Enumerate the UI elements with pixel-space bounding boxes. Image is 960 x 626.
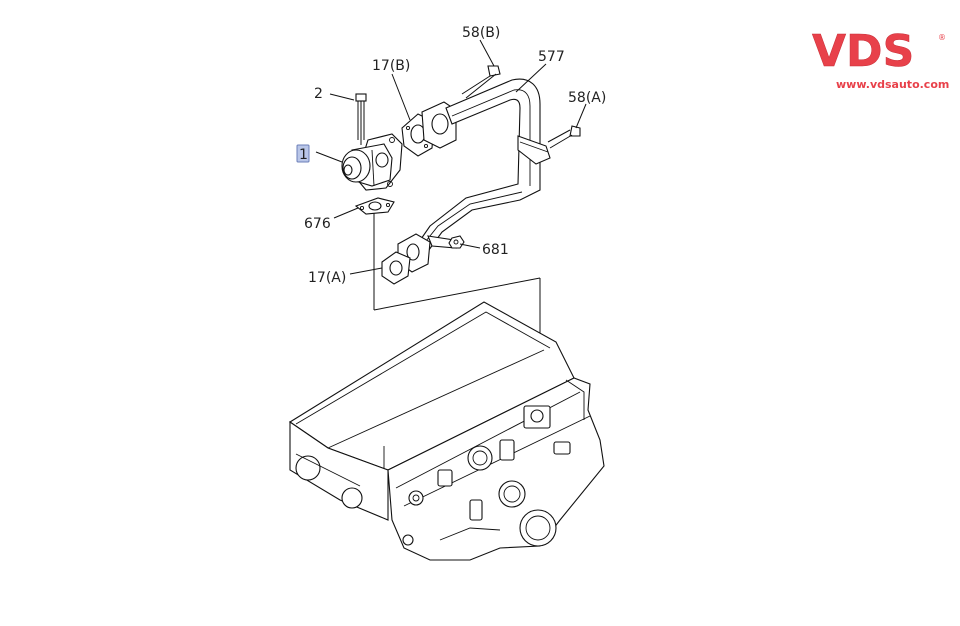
brand-url: www.vdsauto.com	[836, 78, 949, 91]
bolt-58a[interactable]	[547, 125, 581, 149]
bolt-58b[interactable]	[461, 65, 501, 99]
cylinder-head	[288, 301, 605, 561]
callout-58b[interactable]: 58(B)	[462, 25, 500, 41]
callout-2[interactable]: 2	[314, 86, 323, 102]
callout-1-highlight	[296, 144, 310, 163]
callout-681[interactable]: 681	[482, 242, 509, 258]
callout-577[interactable]: 577	[538, 49, 565, 65]
callout-676[interactable]: 676	[304, 216, 331, 232]
logo-text: VDS	[812, 26, 914, 77]
bolt-2[interactable]	[355, 93, 367, 145]
water-pipe-577[interactable]	[397, 78, 551, 273]
gasket-17a[interactable]	[381, 251, 411, 285]
callout-labels: 1 2 17(B) 58(B) 577 58(A) 676 681 17(A)	[296, 25, 606, 286]
vds-logo: VDS ® www.vdsauto.com	[812, 26, 950, 91]
callout-17a[interactable]: 17(A)	[308, 270, 346, 286]
leader-lines	[315, 39, 587, 275]
callout-1[interactable]: 1	[296, 144, 310, 163]
gasket-676[interactable]	[354, 197, 395, 215]
callout-58a[interactable]: 58(A)	[568, 90, 606, 106]
registered-mark: ®	[938, 33, 946, 42]
water-pump[interactable]	[341, 133, 403, 191]
nut-681[interactable]	[448, 235, 465, 249]
callout-1-text: 1	[299, 147, 308, 163]
callout-17b[interactable]: 17(B)	[372, 58, 410, 74]
